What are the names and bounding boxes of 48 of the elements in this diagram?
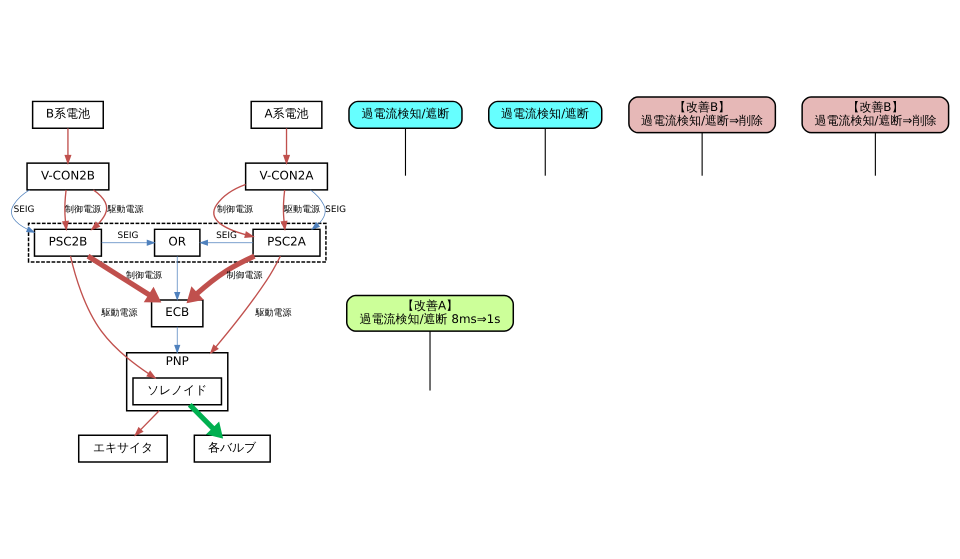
- node-box: 過電流検知/遮断: [348, 100, 463, 129]
- arrow: [199, 240, 254, 246]
- node-box: 【改善B】 過電流検知/遮断⇒削除: [801, 96, 950, 134]
- edge-label: SEIG: [325, 204, 346, 215]
- node-box: V-CON2B: [26, 162, 110, 191]
- arrow: [62, 190, 69, 232]
- node-box: 過電流検知/遮断: [488, 100, 602, 129]
- arrow: [174, 256, 180, 301]
- arrow: [90, 189, 108, 231]
- node-box: V-CON2A: [244, 162, 328, 191]
- edge-label: 制御電源: [126, 271, 162, 282]
- node-box: 各バルブ: [194, 434, 271, 463]
- arrow: [174, 326, 180, 354]
- node-box: 【改善A】 過電流検知/遮断 8ms⇒1s: [346, 294, 514, 332]
- arrow: [310, 190, 326, 230]
- connector: [544, 128, 546, 176]
- arrow: [11, 190, 36, 233]
- arrow: [86, 254, 162, 303]
- edge-label: 駆動電源: [108, 204, 144, 215]
- edge-label: 駆動電源: [102, 308, 138, 319]
- edge-label: SEIG: [216, 230, 237, 241]
- arrow: [64, 128, 72, 166]
- arrow: [282, 128, 290, 166]
- edge-label: SEIG: [118, 230, 138, 241]
- arrow: [213, 184, 255, 238]
- node-box: ECB: [150, 299, 204, 328]
- arrow: [70, 256, 157, 379]
- node-box: PSC2A: [252, 228, 321, 257]
- arrow: [101, 240, 156, 246]
- node-box: 【改善B】 過電流検知/遮断⇒削除: [628, 96, 776, 134]
- arrow: [186, 254, 256, 304]
- arrow: [134, 410, 160, 437]
- edge-label: 駆動電源: [256, 308, 292, 319]
- arrow: [210, 256, 281, 354]
- node-box: PSC2B: [34, 228, 102, 257]
- node-box: A系電池: [250, 100, 323, 129]
- connector: [404, 128, 406, 176]
- edge-label: 制御電源: [226, 271, 263, 282]
- node-box: ソレノイド: [132, 377, 222, 406]
- connector: [702, 132, 703, 176]
- edge-label: SEIG: [14, 204, 34, 215]
- arrow: [280, 190, 288, 232]
- connector: [429, 331, 431, 391]
- edge-label: 制御電源: [216, 204, 253, 215]
- node-box: OR: [154, 228, 201, 257]
- node-box: エキサイタ: [78, 434, 168, 463]
- node-box: B系電池: [32, 100, 104, 129]
- connector: [874, 132, 876, 176]
